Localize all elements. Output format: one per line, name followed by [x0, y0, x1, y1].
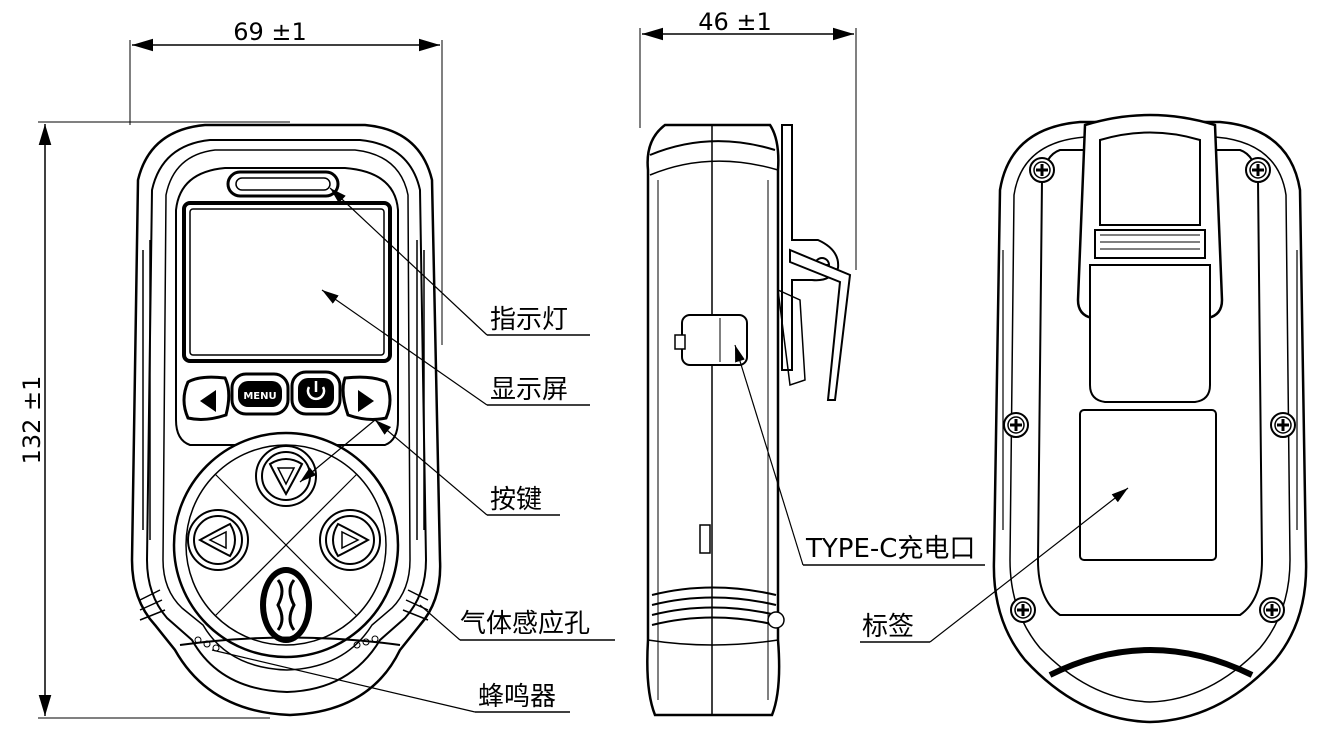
- front-view: 69 ±1 132 ±1 MENU: [18, 18, 615, 718]
- screw-icon: [1269, 411, 1297, 439]
- callout-buttons: 按键: [300, 420, 560, 515]
- screw-icon: [1244, 156, 1272, 184]
- type-c-port: [675, 315, 747, 365]
- side-width-dimension: 46 ±1: [640, 8, 856, 270]
- indicator-light: [228, 172, 338, 196]
- belt-clip: [778, 125, 850, 400]
- menu-button[interactable]: MENU: [232, 374, 288, 414]
- side-width-label: 46 ±1: [698, 8, 772, 36]
- front-width-dimension: 69 ±1: [130, 18, 442, 345]
- back-clip: [1078, 115, 1222, 402]
- display-screen-label: 显示屏: [490, 375, 568, 405]
- side-view: 46 ±1 TYPE-C充电口: [640, 8, 985, 715]
- power-icon: [308, 381, 324, 399]
- screw-icon: [1009, 596, 1037, 624]
- screw-icon: [1028, 156, 1056, 184]
- back-view: 标签: [860, 115, 1306, 722]
- left-arrow-button[interactable]: [184, 377, 229, 419]
- callout-indicator-light: 指示灯: [330, 188, 590, 335]
- left-key[interactable]: [187, 509, 249, 571]
- front-width-label: 69 ±1: [233, 18, 307, 46]
- screw-icon: [1258, 596, 1286, 624]
- label-area: [1080, 410, 1216, 560]
- right-arrow-button[interactable]: [343, 377, 390, 419]
- height-dimension: 132 ±1: [18, 122, 290, 718]
- callout-label: 标签: [860, 488, 1128, 642]
- down-key[interactable]: [260, 567, 312, 643]
- callout-gas-sensing-hole: 气体感应孔: [420, 605, 615, 640]
- gas-sensing-hole-label: 气体感应孔: [460, 609, 590, 639]
- buzzer-label: 蜂鸣器: [478, 682, 556, 712]
- callout-charging-port: TYPE-C充电口: [735, 345, 985, 565]
- right-key[interactable]: [319, 509, 381, 571]
- display-screen: [184, 203, 390, 361]
- callout-display-screen: 显示屏: [322, 290, 590, 405]
- callout-buzzer: 蜂鸣器: [212, 650, 570, 712]
- indicator-light-label: 指示灯: [490, 305, 568, 335]
- side-body: [647, 125, 779, 715]
- label-callout-text: 标签: [862, 612, 914, 642]
- left-arrow-icon: [200, 390, 216, 412]
- buttons-label: 按键: [490, 485, 542, 515]
- power-button[interactable]: [292, 372, 340, 414]
- height-label: 132 ±1: [18, 376, 46, 465]
- menu-button-label: MENU: [243, 391, 276, 402]
- right-arrow-icon: [358, 390, 374, 412]
- charging-port-label: TYPE-C充电口: [805, 534, 975, 564]
- screw-icon: [1002, 411, 1030, 439]
